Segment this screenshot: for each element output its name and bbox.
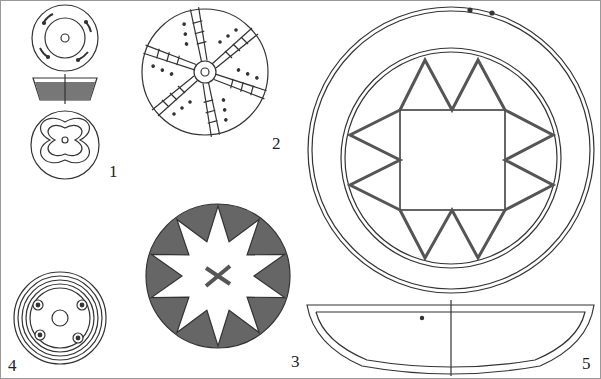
whorl-top-view xyxy=(32,5,98,71)
whorl-knot-view xyxy=(31,111,99,179)
callout-number: 5 xyxy=(580,354,593,373)
whorl-radial xyxy=(140,4,269,140)
bowl-top-view xyxy=(308,7,594,293)
callout-number: 1 xyxy=(107,162,120,181)
callout-number: 2 xyxy=(270,134,283,153)
callout-number: 4 xyxy=(6,356,19,375)
whorl-profile xyxy=(33,74,97,104)
bowl-profile xyxy=(307,300,594,376)
whorl-star xyxy=(146,204,290,348)
whorl-ringed xyxy=(14,272,106,364)
callout-number: 3 xyxy=(289,352,302,371)
